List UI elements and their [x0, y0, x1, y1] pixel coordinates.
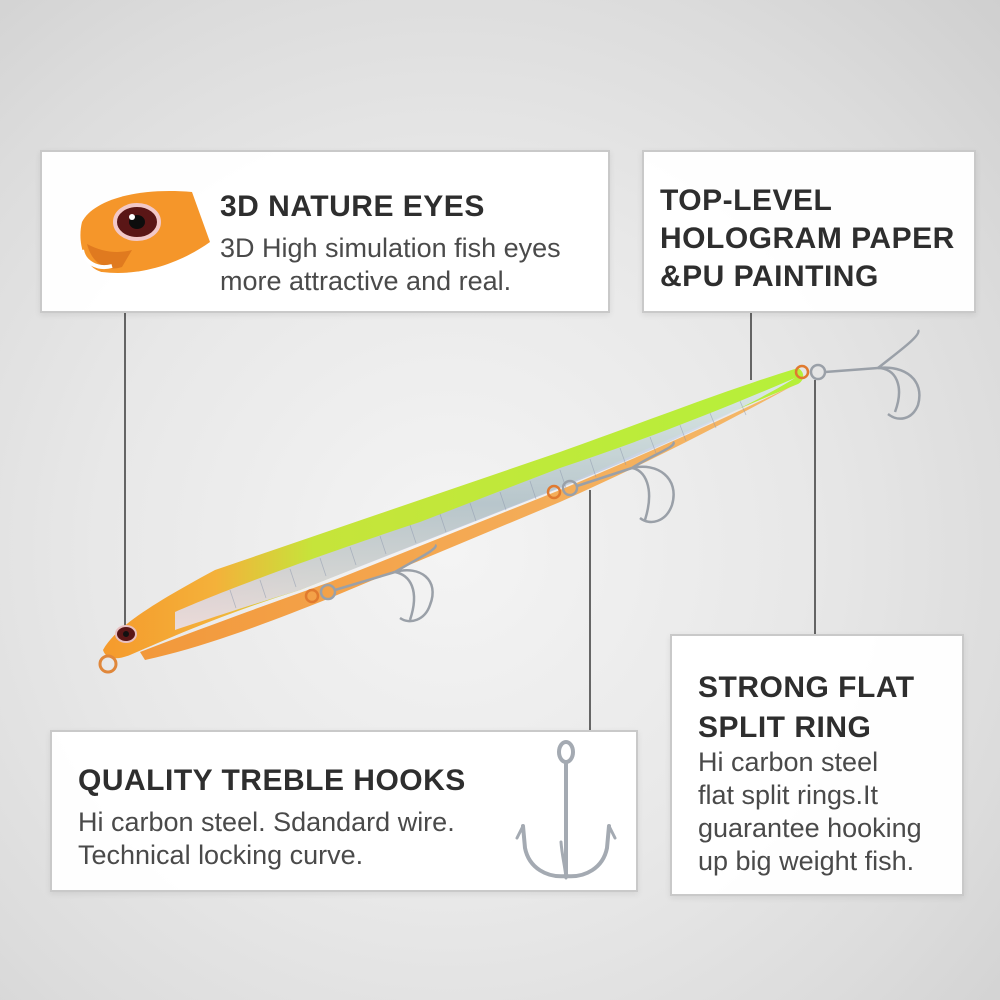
- feature-card-split-ring: STRONG FLAT SPLIT RING Hi carbon steel f…: [670, 634, 964, 896]
- treble-hook-front: [304, 543, 437, 623]
- hologram-title-line-3: &PU PAINTING: [660, 260, 879, 293]
- eyes-desc-line-2: more attractive and real.: [220, 266, 512, 296]
- split-ring-desc-line-2: flat split rings.It: [698, 780, 879, 810]
- hooks-description: Hi carbon steel. Sdandard wire. Technica…: [78, 806, 518, 872]
- treble-hook-middle: [546, 441, 675, 524]
- treble-hook-tail: [794, 329, 921, 420]
- line-tie-ring: [98, 654, 118, 674]
- feature-card-treble-hooks: QUALITY TREBLE HOOKS Hi carbon steel. Sd…: [50, 730, 638, 892]
- hooks-title: QUALITY TREBLE HOOKS: [78, 764, 466, 797]
- lure-head-closeup-image: [80, 191, 210, 273]
- eyes-title: 3D NATURE EYES: [220, 190, 485, 223]
- split-ring-title-line-2: SPLIT RING: [698, 711, 872, 744]
- hologram-title: TOP-LEVEL HOLOGRAM PAPER &PU PAINTING: [660, 182, 970, 296]
- hooks-desc-line-1: Hi carbon steel. Sdandard wire.: [78, 807, 455, 837]
- split-ring-title-line-1: STRONG FLAT: [698, 671, 915, 704]
- hologram-title-line-2: HOLOGRAM PAPER: [660, 222, 955, 255]
- hologram-stripe: [175, 378, 795, 630]
- connector-lines: [124, 313, 816, 730]
- split-ring-desc-line-4: up big weight fish.: [698, 846, 915, 876]
- split-ring-desc-line-3: guarantee hooking: [698, 813, 922, 843]
- hologram-title-line-1: TOP-LEVEL: [660, 184, 833, 217]
- feature-card-hologram: TOP-LEVEL HOLOGRAM PAPER &PU PAINTING: [642, 150, 976, 313]
- treble-hook-image: [515, 740, 617, 880]
- eyes-desc-line-1: 3D High simulation fish eyes: [220, 233, 561, 263]
- split-ring-desc-line-1: Hi carbon steel: [698, 747, 879, 777]
- lure-body: [98, 368, 804, 674]
- feature-card-eyes: 3D NATURE EYES 3D High simulation fish e…: [40, 150, 610, 313]
- split-ring-title: STRONG FLAT SPLIT RING: [698, 668, 958, 748]
- split-ring-description: Hi carbon steel flat split rings.It guar…: [698, 746, 958, 878]
- eyes-description: 3D High simulation fish eyes more attrac…: [220, 232, 605, 298]
- hooks-desc-line-2: Technical locking curve.: [78, 840, 364, 870]
